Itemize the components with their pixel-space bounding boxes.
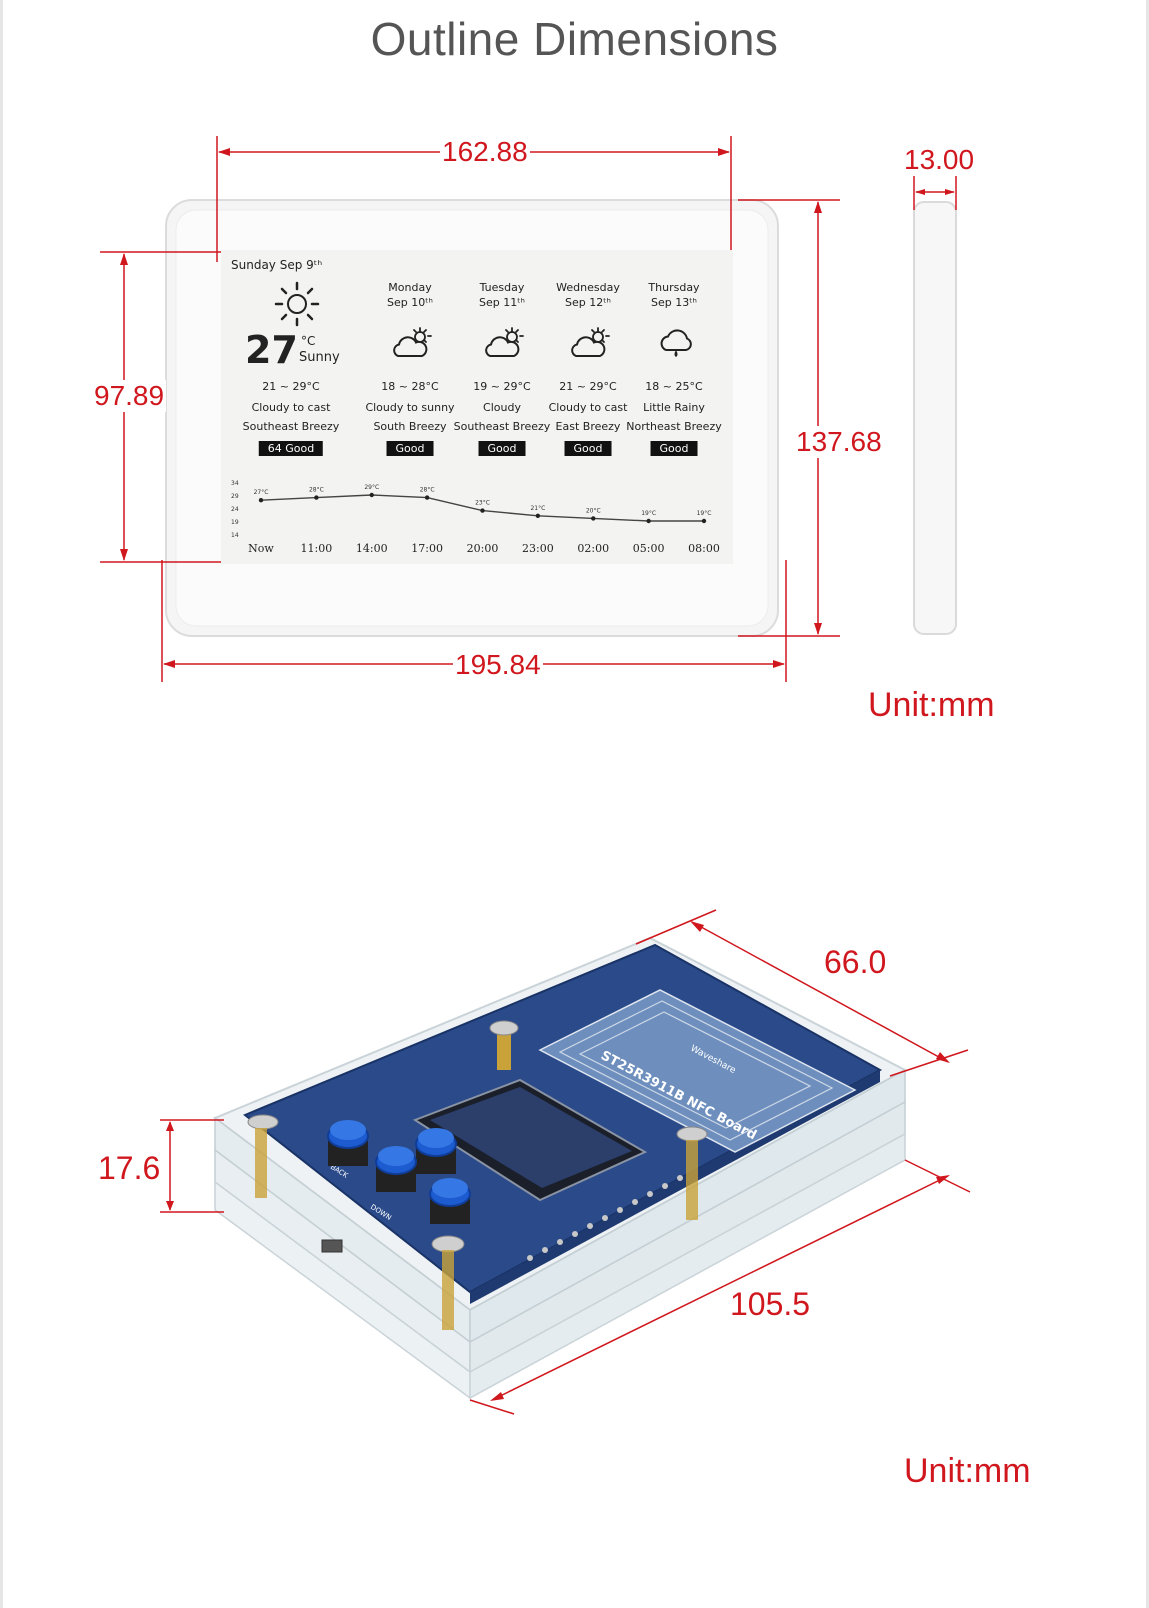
temp-data-label: 23°C	[475, 500, 490, 507]
temp-data-label: 28°C	[420, 487, 435, 494]
x-tick-label: 20:00	[467, 542, 499, 555]
current-date: Sunday Sep 9ᵗʰ	[231, 258, 323, 272]
temp-point	[701, 518, 707, 524]
x-tick-label: 05:00	[633, 542, 665, 555]
temp-point	[258, 498, 264, 503]
weather-desc: Cloudy to sunny	[365, 401, 455, 414]
wind-desc: Southeast Breezy	[242, 420, 340, 433]
aqi-badge: Good	[478, 441, 526, 456]
temp-data-label: 19°C	[641, 510, 656, 517]
unit-label-bottom: Unit:mm	[904, 1452, 1031, 1490]
weather-desc: Cloudy to cast	[548, 401, 628, 414]
wind-desc: Northeast Breezy	[626, 420, 722, 433]
x-tick-label: 14:00	[356, 542, 388, 555]
aqi-badge: 64 Good	[258, 441, 324, 456]
page-title: Outline Dimensions	[370, 13, 779, 65]
button-down	[375, 1146, 417, 1192]
temp-data-label: 29°C	[364, 484, 379, 491]
temp-range: 19 ~ 29°C	[473, 380, 531, 393]
dim-line-width	[691, 921, 949, 1063]
dim-screen-height: 97.89	[92, 380, 167, 412]
nfc-antenna-panel	[538, 989, 857, 1153]
usb-port	[321, 1239, 343, 1253]
temp-data-label: 27°C	[254, 489, 269, 496]
dim-height: 17.6	[98, 1150, 161, 1186]
today-unit: °C	[301, 334, 316, 348]
today-temperature: 27	[245, 328, 298, 372]
wind-desc: East Breezy	[555, 420, 621, 433]
standoff-screws	[247, 1020, 708, 1330]
temp-range: 21 ~ 29°C	[559, 380, 617, 393]
pin-header	[527, 1175, 683, 1261]
dim-total-width: 195.84	[453, 649, 543, 681]
oled-screen	[430, 1087, 632, 1188]
dim-screen-width: 162.88	[440, 136, 530, 168]
ext-line	[904, 1159, 971, 1193]
x-tick-label: 08:00	[688, 542, 720, 555]
ext-line	[635, 909, 717, 945]
temp-point	[535, 513, 541, 518]
y-tick-label: 29	[231, 493, 239, 500]
dim-thickness: 13.00	[904, 144, 975, 175]
y-tick-label: 14	[231, 532, 239, 539]
dim-width: 66.0	[824, 944, 887, 980]
x-tick-label: 02:00	[577, 542, 609, 555]
epaper-screen: Sunday Sep 9ᵗʰ 27 °C Sunny 21 ~ 29°C Clo…	[221, 250, 733, 564]
aqi-badge: Good	[386, 441, 434, 456]
button-ok	[429, 1178, 471, 1224]
dim-total-height: 137.68	[794, 426, 884, 458]
temp-data-label: 21°C	[530, 505, 545, 512]
temp-data-label: 20°C	[586, 507, 601, 514]
hourly-temp-chart: 34 29 24 19 14 27°C Now 28°C 11:00 29°C 14:00 28°C 1…	[231, 480, 720, 555]
temp-range: 21 ~ 29°C	[262, 380, 320, 393]
y-tick-label: 24	[231, 506, 239, 513]
aqi-badge: Good	[564, 441, 612, 456]
aqi-badge: Good	[650, 441, 698, 456]
wind-desc: South Breezy	[373, 420, 447, 433]
temp-point	[591, 516, 596, 521]
wind-desc: Southeast Breezy	[453, 420, 551, 433]
x-tick-label: Now	[248, 542, 274, 555]
rain-icon	[660, 329, 692, 357]
temp-point	[646, 518, 651, 524]
sun-icon	[274, 281, 320, 327]
button-back	[327, 1120, 369, 1166]
unit-label-top: Unit:mm	[868, 686, 995, 724]
buttons	[327, 1120, 471, 1224]
weather-desc: Cloudy	[483, 401, 521, 414]
temp-point	[480, 508, 485, 513]
button-up	[415, 1128, 457, 1174]
y-tick-label: 19	[231, 519, 239, 526]
y-tick-label: 34	[231, 480, 239, 487]
temp-range: 18 ~ 28°C	[381, 380, 439, 393]
dim-length: 105.5	[730, 1286, 811, 1322]
temp-data-label: 28°C	[309, 487, 324, 494]
temp-data-label: 19°C	[697, 510, 712, 517]
weather-desc: Cloudy to cast	[251, 401, 331, 414]
temp-range: 18 ~ 25°C	[645, 380, 703, 393]
ext-line	[889, 1049, 969, 1077]
x-tick-label: 23:00	[522, 542, 554, 555]
dim-line-length	[491, 1175, 949, 1401]
temp-point	[369, 492, 374, 498]
temp-point	[424, 495, 430, 500]
ext-line	[469, 1399, 515, 1415]
x-tick-label: 11:00	[301, 542, 333, 555]
today-condition: Sunny	[299, 350, 340, 365]
x-tick-label: 17:00	[411, 542, 443, 555]
weather-desc: Little Rainy	[643, 401, 705, 414]
device-side-view	[913, 201, 957, 635]
temp-point	[314, 495, 319, 500]
